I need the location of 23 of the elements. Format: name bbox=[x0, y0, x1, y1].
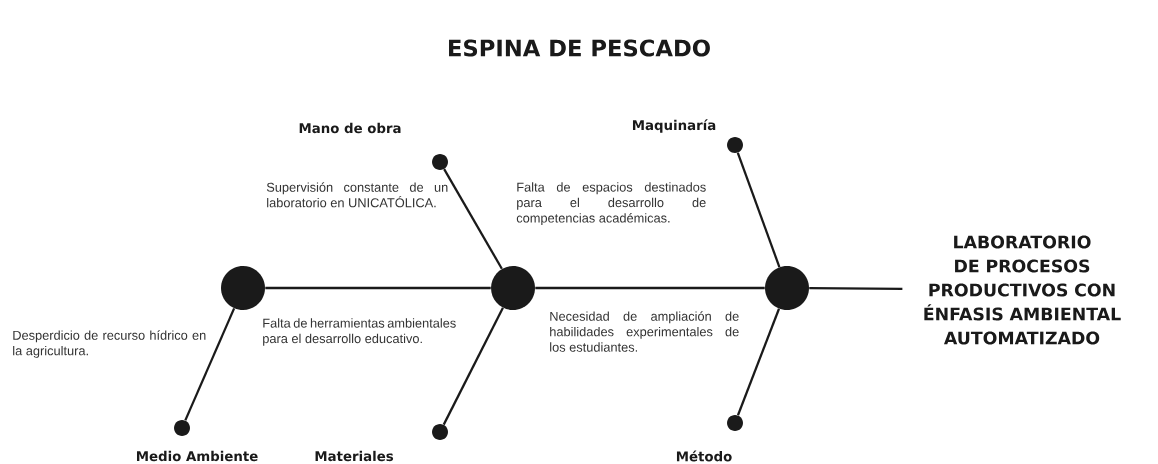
effect-label: LABORATORIO DE PROCESOS PRODUCTIVOS CON ÉNFASIS AMBIENTAL AUTOMATIZADO bbox=[924, 235, 1121, 345]
title: ESPINA DE PESCADO bbox=[449, 39, 710, 57]
bone-line bbox=[184, 307, 236, 421]
bone-line bbox=[443, 168, 503, 270]
joint-circle bbox=[765, 266, 809, 310]
category-label: Medio Ambiente bbox=[137, 450, 258, 462]
category-label: Materiales bbox=[315, 450, 394, 462]
bone-line bbox=[736, 308, 781, 416]
cause-text: Falta de espacios destinados para el desarrollo de competencias académicas. bbox=[516, 182, 706, 226]
joint-circle bbox=[491, 266, 535, 310]
bone-line bbox=[535, 286, 765, 290]
bone-line bbox=[442, 307, 504, 426]
category-label: Método bbox=[676, 450, 732, 462]
bone-line bbox=[265, 286, 491, 290]
joint-circle bbox=[221, 266, 265, 310]
cause-text: Necesidad de ampliación de habilidades experimentales de los estudiantes. bbox=[550, 311, 739, 352]
category-label: Mano de obra bbox=[299, 122, 401, 134]
bone-line bbox=[809, 287, 903, 291]
cause-text: Desperdicio de recurso hídrico en la agricultura. bbox=[13, 330, 206, 358]
cause-text: Falta de herramientas ambientales para el desarrollo educativo. bbox=[263, 318, 456, 346]
category-label: Maquinaría bbox=[633, 119, 716, 133]
cause-text: Supervisión constante de un laboratorio en UNICATÓLICA. bbox=[266, 182, 448, 208]
bone-line bbox=[736, 152, 781, 268]
